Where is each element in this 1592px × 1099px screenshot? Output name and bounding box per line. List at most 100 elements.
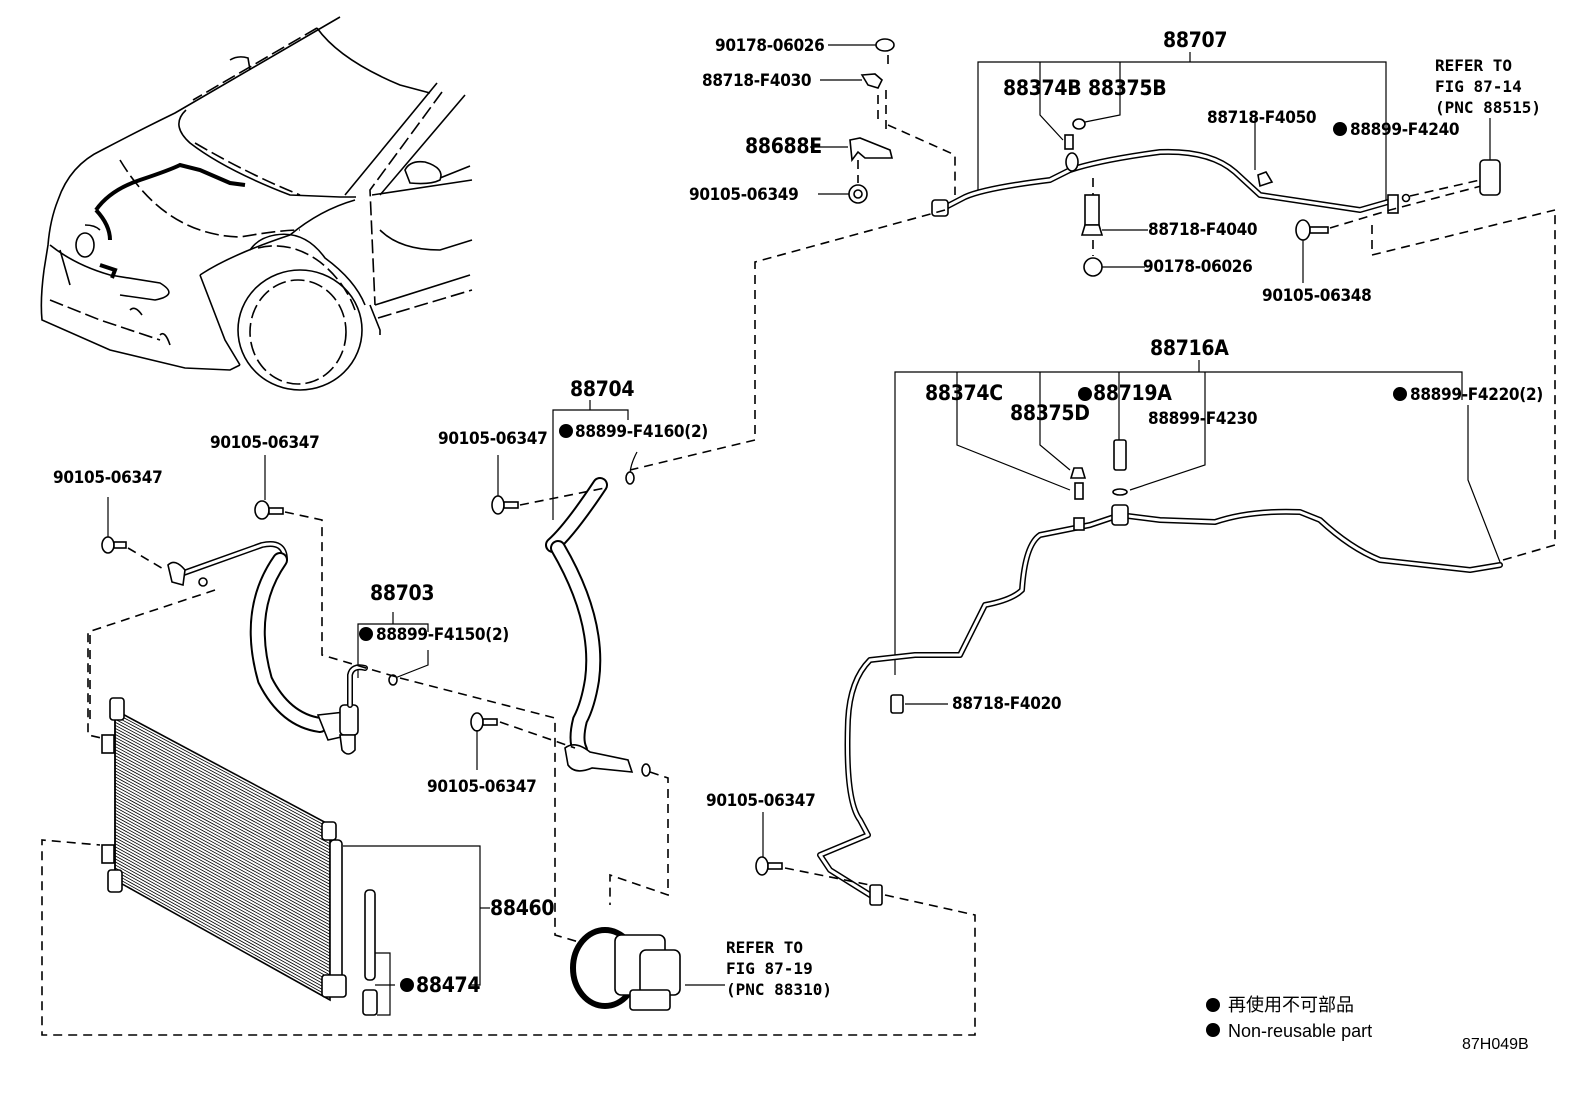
condenser-fin xyxy=(114,825,331,945)
condenser-fin xyxy=(114,740,331,857)
condenser-fin xyxy=(114,794,331,913)
non-reusable-marker xyxy=(1206,998,1220,1012)
pipe-88707 xyxy=(931,52,1556,283)
condenser-fin xyxy=(114,828,331,948)
legend: 再使用不可部品 Non-reusable part 87H049B xyxy=(1206,995,1529,1053)
condenser-fin xyxy=(114,831,331,951)
condenser-fin xyxy=(114,849,331,970)
condenser-fin xyxy=(114,770,331,888)
vehicle-location-illustration xyxy=(40,16,473,391)
refer-to-line-2: FIG 87-19 xyxy=(726,959,813,978)
non-reusable-marker xyxy=(1078,387,1092,401)
condenser-fin xyxy=(114,870,331,991)
condenser-fin xyxy=(114,800,331,920)
condenser-fin xyxy=(114,779,331,898)
part-label-88899-F4220: 88899-F4220(2) xyxy=(1410,385,1543,405)
part-label-90105-06347: 90105-06347 xyxy=(210,433,319,453)
non-reusable-marker xyxy=(359,627,373,641)
compressor xyxy=(570,927,725,1011)
condenser-fin xyxy=(114,715,331,832)
part-label-88899-F4230: 88899-F4230 xyxy=(1148,409,1257,429)
condenser-fin xyxy=(114,837,331,957)
part-label-88374C: 88374C xyxy=(925,381,1003,405)
part-label-88707: 88707 xyxy=(1163,28,1227,52)
hose-88703 xyxy=(87,455,429,755)
part-label-88719A: 88719A xyxy=(1093,381,1172,405)
condenser-fin xyxy=(114,712,331,829)
condenser-fin xyxy=(114,724,331,841)
part-label-88375D: 88375D xyxy=(1010,401,1090,425)
condenser-fin xyxy=(114,773,331,891)
condenser-fin xyxy=(114,812,331,932)
condenser-fin xyxy=(114,867,331,988)
part-label-88899-F4150: 88899-F4150(2) xyxy=(376,625,509,645)
part-label-88716A: 88716A xyxy=(1150,336,1229,360)
condenser-fin xyxy=(114,873,331,995)
condenser-fin xyxy=(114,876,331,998)
condenser-fin xyxy=(114,791,331,910)
part-label-88718-F4030: 88718-F4030 xyxy=(702,71,811,91)
condenser-fin xyxy=(114,727,331,845)
condenser-fin xyxy=(114,852,331,973)
condenser-fin xyxy=(114,776,331,895)
condenser-fin xyxy=(114,840,331,960)
connection-line xyxy=(629,209,946,471)
part-label-88718-F4020: 88718-F4020 xyxy=(952,694,1061,714)
part-label-88374B: 88374B xyxy=(1003,76,1081,100)
part-label-90178-06026-b: 90178-06026 xyxy=(1143,257,1252,277)
part-label-90178-06026: 90178-06026 xyxy=(715,36,824,56)
condenser-fin xyxy=(114,736,331,854)
condenser-fin xyxy=(114,861,331,982)
condenser-fin xyxy=(114,797,331,916)
hose-88704 xyxy=(399,400,669,961)
legend-text-english: Non-reusable part xyxy=(1228,1021,1372,1041)
condenser-fin xyxy=(114,821,331,941)
refer-to-line-3: (PNC 88515) xyxy=(1435,98,1541,117)
condenser-fin xyxy=(114,721,331,838)
refer-to-line-1: REFER TO xyxy=(726,938,803,957)
condenser-fin xyxy=(114,846,331,966)
condenser-fin xyxy=(114,718,331,835)
part-label-88718-F4040: 88718-F4040 xyxy=(1148,220,1257,240)
condenser-fin xyxy=(114,733,331,851)
condenser-fin xyxy=(114,746,331,863)
condenser-fin xyxy=(114,834,331,954)
non-reusable-marker xyxy=(1206,1023,1220,1037)
part-label-88375B: 88375B xyxy=(1088,76,1166,100)
part-label-90105-06347: 90105-06347 xyxy=(427,777,536,797)
condenser-fin xyxy=(114,761,331,879)
non-reusable-marker xyxy=(559,424,573,438)
part-label-90105-06347: 90105-06347 xyxy=(438,429,547,449)
condenser-fin xyxy=(114,855,331,976)
condenser-fin xyxy=(114,809,331,929)
part-label-88718-F4050: 88718-F4050 xyxy=(1207,108,1316,128)
condenser-fin xyxy=(114,815,331,935)
non-reusable-marker xyxy=(400,978,414,992)
part-label-88460: 88460 xyxy=(490,896,554,920)
pipe-88716A xyxy=(41,210,1556,1036)
condenser-fin xyxy=(114,730,331,848)
condenser-88460 xyxy=(101,697,490,1016)
condenser-fin xyxy=(114,755,331,873)
refer-to-line-3: (PNC 88310) xyxy=(726,980,832,999)
condenser-fin xyxy=(114,782,331,901)
condenser-fin xyxy=(114,818,331,938)
part-label-88703: 88703 xyxy=(370,581,434,605)
part-label-88704: 88704 xyxy=(570,377,634,401)
condenser-fin xyxy=(114,788,331,907)
part-label-90105-06347: 90105-06347 xyxy=(706,791,815,811)
condenser-fin xyxy=(114,758,331,876)
refer-to-line-1: REFER TO xyxy=(1435,56,1512,75)
part-label-90105-06347: 90105-06347 xyxy=(53,468,162,488)
condenser-fin xyxy=(114,843,331,963)
part-label-88899-F4160: 88899-F4160(2) xyxy=(575,422,708,442)
part-label-88899-F4240: 88899-F4240 xyxy=(1350,120,1459,140)
condenser-fin xyxy=(114,806,331,926)
refer-to-line-2: FIG 87-14 xyxy=(1435,77,1522,96)
part-label-90105-06348: 90105-06348 xyxy=(1262,286,1371,306)
figure-code: 87H049B xyxy=(1462,1036,1529,1053)
condenser-fin xyxy=(114,803,331,923)
part-label-88474: 88474 xyxy=(416,973,480,997)
non-reusable-marker xyxy=(1393,387,1407,401)
